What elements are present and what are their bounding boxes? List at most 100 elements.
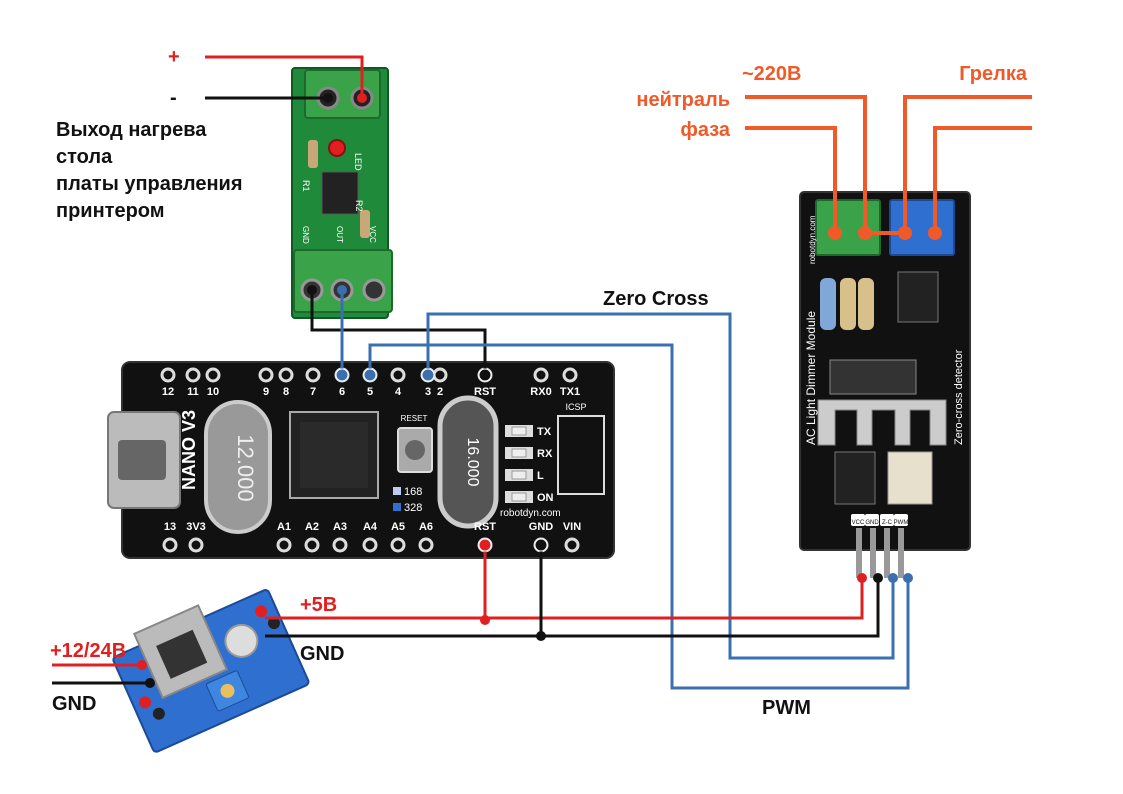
nano-top-pin [185,367,201,383]
nano-model-label: NANO V3 [179,410,199,490]
dimmer-pin-label: GND [865,520,879,526]
resistor-1 [820,278,836,330]
icsp-label: ICSP [565,402,586,412]
wire-heater-1 [865,95,1032,235]
nano-led-label: ON [537,492,554,504]
nano-top-pin-label: 10 [207,386,219,398]
heater-label: Грелка [959,63,1028,85]
resistor-2 [840,278,856,330]
nano-top-pin-label: 8 [283,386,289,398]
resistor-3 [858,278,874,330]
gnd-5v-label: GND [300,643,344,665]
nano-led-body [511,426,527,436]
phase-label: фаза [680,119,731,141]
nano-top-pin-label: 6 [339,386,345,398]
gnd-silk-label: GND [301,226,310,244]
optocoupler-chip [321,171,359,215]
nano-bottom-pin-label: 3V3 [186,521,206,533]
crystal-left [204,400,272,534]
dimmer-pin-label: VCC [852,520,865,526]
dimmer-pin-label: PWM [894,520,909,526]
capacitor [224,623,259,658]
dimmer-brand-label: robotdyn.com [808,215,817,264]
input-voltage-label: +12/24В [50,640,126,662]
nano-brand-label: robotdyn.com [500,508,561,519]
nano-bottom-pin-label: 13 [164,521,176,533]
nano-top-pin-label: 3 [425,386,431,398]
gnd-input-label: GND [52,693,96,715]
nano-top-pin-label: 5 [367,386,373,398]
plus5v-label: +5В [300,594,337,616]
nano-top-pin [533,367,549,383]
zero-cross-label: Zero Cross [603,288,709,310]
nano-top-pin [278,367,294,383]
arduino-nano-board: 12.000 16.000 RESET NANO V3 168 328 robo… [107,361,615,559]
heatsink [817,399,947,446]
wire-phase [745,126,837,233]
wire-pwm [368,343,910,690]
nano-bottom-pin-label: A6 [419,521,433,533]
nano-bottom-pin [564,537,580,553]
crystal-right [437,395,499,529]
wire-heater-plus [205,55,364,98]
wire-gnd [265,578,880,638]
nano-top-pin-label: 9 [263,386,269,398]
optocoupler-2 [887,451,933,505]
nano-bottom-pin-label: A2 [305,521,319,533]
dimmer-pin-box [894,514,908,526]
nano-bottom-pin [362,537,378,553]
nano-top-pin [390,367,406,383]
bridge-rectifier [897,271,939,323]
nano-top-pin [205,367,221,383]
heater-output-label-4: принтером [56,200,165,222]
chip-328-label: 328 [404,502,422,514]
minus-label: - [170,87,177,109]
r2-silk-label: R2 [354,200,364,212]
dimmer-pin-box [865,514,879,526]
optocoupler-1 [834,451,876,505]
wire-neutral [745,95,867,233]
wire-opto-gnd [310,290,487,375]
optocoupler-board: LED R1 R2 GND OUT VCC [291,67,393,319]
nano-bottom-pin [418,537,434,553]
load-output-terminal [889,199,955,256]
nano-bottom-pin [276,537,292,553]
ac-voltage-label: ~220В [742,63,802,85]
nano-led-body [511,470,527,480]
nano-bottom-pin [162,537,178,553]
dimmer-module-name: AC Light Dimmer Module [804,311,818,445]
vcc-silk-label: VCC [368,226,377,243]
wire-zero-cross [426,312,895,660]
nano-bottom-pin [332,537,348,553]
plus-label: + [168,46,180,68]
icsp-header [557,415,605,495]
nano-bottom-pin-label: A5 [391,521,405,533]
neutral-label: нейтраль [636,89,730,111]
nano-bottom-pin-label: GND [529,521,554,533]
nano-bottom-pin-label: RST [474,521,496,533]
nano-bottom-pin-label: VIN [563,521,581,533]
heater-output-label-1: Выход нагрева [56,119,207,141]
led-indicator [328,139,346,157]
heater-output-label-3: платы управления [56,173,243,195]
nano-bottom-pin [188,537,204,553]
led-silk-label: LED [353,153,363,171]
nano-bottom-pin [390,537,406,553]
resistor-r1 [308,140,318,168]
nano-top-pin [432,367,448,383]
reset-silk-label: RESET [401,414,428,423]
ac-input-terminal [815,199,881,256]
nano-top-pin-label: TX1 [560,386,580,398]
dimmer-pin-label: Z-C [882,520,893,526]
nano-bottom-pin-label: A3 [333,521,347,533]
triac [829,359,917,395]
nano-top-pin [258,367,274,383]
ac-dimmer-module: AC Light Dimmer Module Zero-cross detect… [799,191,971,578]
resistor-r2 [360,210,370,238]
nano-bottom-pin-label: A4 [363,521,378,533]
nano-led-label: TX [537,426,552,438]
wire-plus5v [265,578,864,620]
nano-bottom-pin-label: A1 [277,521,291,533]
pwm-label: PWM [762,697,811,719]
